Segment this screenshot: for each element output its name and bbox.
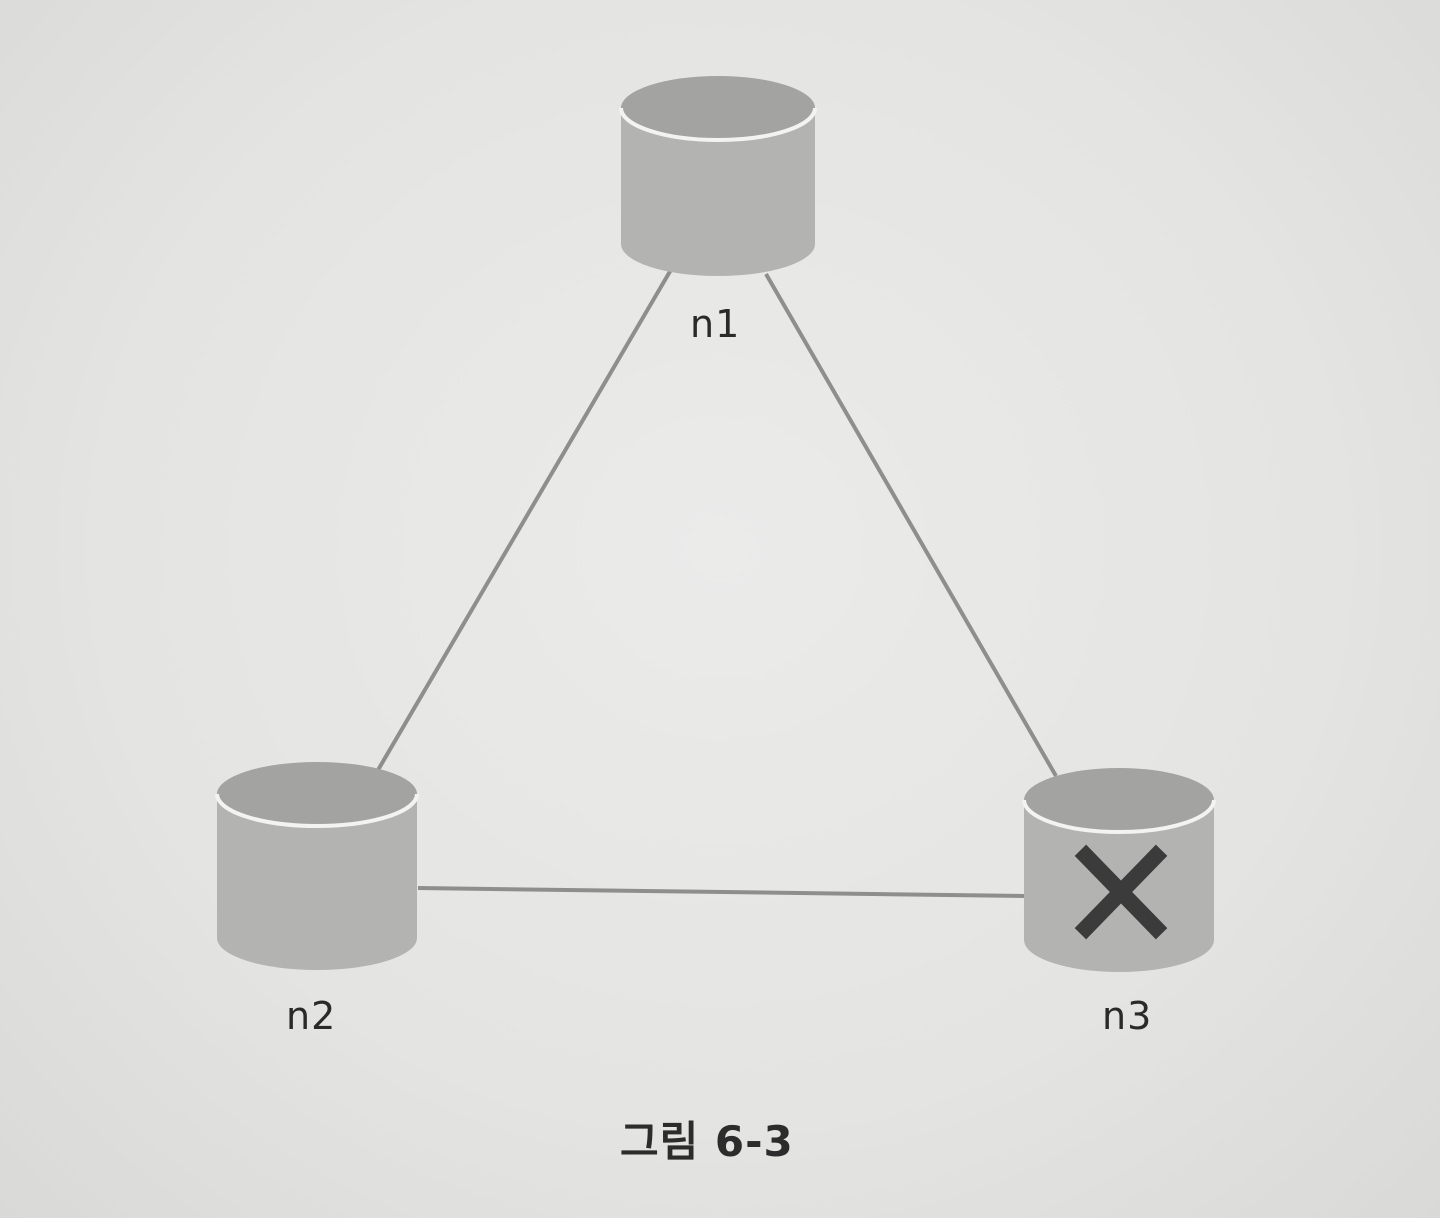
node-label-n3: n3	[1102, 994, 1153, 1038]
node-label-n1: n1	[690, 302, 741, 346]
edge-n1-n2	[376, 266, 674, 772]
node-n1	[619, 76, 817, 276]
edge-n2-n3	[417, 886, 1025, 898]
edge-n1-n3	[764, 272, 1058, 778]
x-icon	[1074, 844, 1168, 940]
node-label-n2: n2	[286, 994, 337, 1038]
node-n3	[1022, 768, 1216, 972]
figure-caption: 그림 6-3	[620, 1117, 794, 1166]
node-n2	[215, 762, 419, 970]
